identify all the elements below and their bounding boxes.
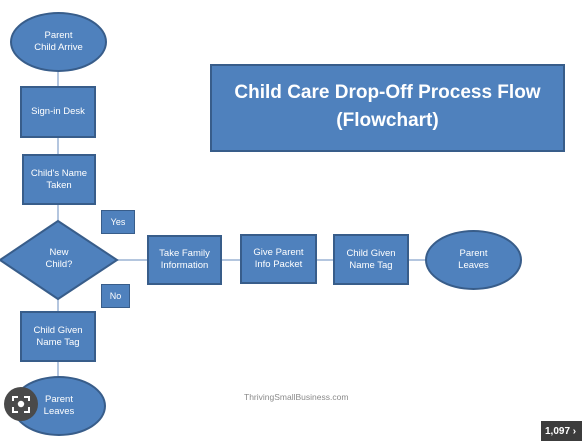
no-label: No xyxy=(109,291,122,301)
child-given-name-tag-left-label: Child Given Name Tag xyxy=(33,324,83,348)
yes-label-box: Yes xyxy=(101,210,135,234)
flowchart-subtitle: (Flowchart) xyxy=(336,110,439,131)
new-child-decision-label: New Child? xyxy=(45,247,73,270)
parent-child-arrive-node: Parent Child Arrive xyxy=(10,12,107,72)
yes-label: Yes xyxy=(110,217,126,227)
parent-leaves-right-node: Parent Leaves xyxy=(425,230,522,290)
take-family-information-label: Take Family Information xyxy=(159,248,210,271)
give-parent-info-packet-label: Give Parent Info Packet xyxy=(253,247,304,270)
sign-in-desk-label: Sign-in Desk xyxy=(31,106,85,117)
childs-name-taken-node: Child's Name Taken xyxy=(22,154,96,205)
flowchart-title: Child Care Drop-Off Process Flow xyxy=(234,82,541,103)
child-given-name-tag-left-node: Child Given Name Tag xyxy=(20,311,96,362)
childs-name-taken-label: Child's Name Taken xyxy=(30,167,88,191)
image-search-icon[interactable] xyxy=(4,387,38,421)
flowchart-title-box: Child Care Drop-Off Process Flow (Flowch… xyxy=(210,64,565,152)
parent-leaves-right-label: Parent Leaves xyxy=(458,248,489,271)
parent-child-arrive-label: Parent Child Arrive xyxy=(34,30,83,53)
no-label-box: No xyxy=(101,284,130,308)
sign-in-desk-node: Sign-in Desk xyxy=(20,86,96,138)
decision-diamond xyxy=(0,219,119,301)
parent-leaves-left-label: Parent Leaves xyxy=(43,394,75,417)
lens-glyph-icon xyxy=(12,396,30,413)
take-family-information-node: Take Family Information xyxy=(147,235,222,285)
source-credit: ThrivingSmallBusiness.com xyxy=(244,392,349,402)
result-count-badge[interactable]: 1,097 › xyxy=(541,421,582,441)
child-given-name-tag-right-node: Child Given Name Tag xyxy=(333,234,409,285)
give-parent-info-packet-node: Give Parent Info Packet xyxy=(240,234,317,284)
child-given-name-tag-right-label: Child Given Name Tag xyxy=(346,247,396,271)
